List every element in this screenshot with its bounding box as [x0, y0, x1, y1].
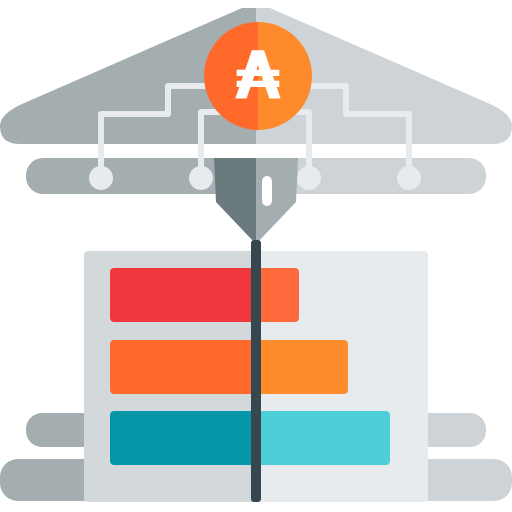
bar-chart: [110, 268, 390, 465]
circuit-node-2: [189, 166, 213, 190]
pen-line: [251, 240, 261, 502]
circuit-line-1: [98, 83, 212, 178]
coin-symbol: ₳: [235, 38, 281, 115]
circuit-nodes: [89, 166, 421, 190]
circuit-node-4: [397, 166, 421, 190]
roof-right: [256, 8, 512, 144]
circuit-node-1: [89, 166, 113, 190]
coin-left-half: [204, 22, 258, 130]
coin-icon: ₳: [204, 22, 312, 130]
bar-1-right: [256, 268, 299, 322]
pen-nib: [214, 158, 298, 502]
bar-3-right: [256, 411, 390, 465]
bar-2-right: [256, 340, 348, 394]
circuit-line-2: [198, 109, 224, 178]
circuit-node-3: [297, 166, 321, 190]
coin-right-half: [258, 22, 312, 130]
pen-slit: [262, 176, 272, 206]
bar-1-left: [110, 268, 256, 322]
bar-2-left: [110, 340, 256, 394]
pen-nib-left: [214, 158, 256, 244]
bar-3-left: [110, 411, 256, 465]
roof-left: [0, 8, 256, 144]
roof: [0, 8, 512, 144]
circuit-line-4: [300, 83, 412, 178]
